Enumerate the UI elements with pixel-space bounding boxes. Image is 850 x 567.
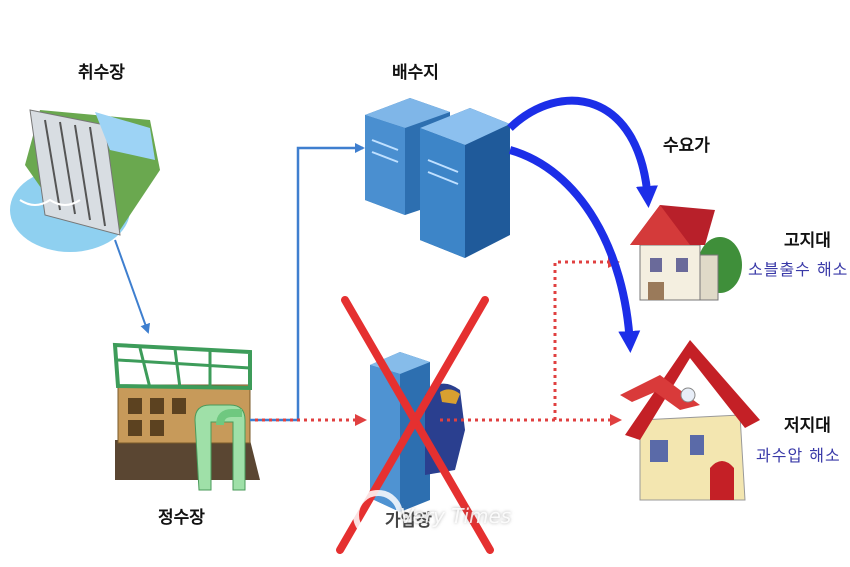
intake-label: 취수장 (78, 63, 125, 83)
plant-to-reservoir-arrow (250, 143, 365, 422)
consumer-label: 수요가 (663, 136, 710, 156)
reservoir-label: 배수지 (392, 63, 439, 83)
high-zone-note: 소블출수 해소 (748, 260, 849, 279)
high-zone-title: 고지대 (784, 231, 831, 251)
lower-house-illustration (620, 340, 760, 501)
reservoir-to-lower-house-arrow (508, 146, 641, 353)
low-zone-title: 저지대 (784, 416, 831, 436)
intake-dam-illustration (10, 109, 160, 252)
watermark-text: Very Times (400, 504, 512, 528)
reservoir-to-upper-house-arrow (507, 96, 658, 208)
reservoir-illustration (365, 98, 510, 258)
removed-cross-mark (336, 296, 494, 554)
upper-house-illustration (630, 205, 742, 301)
low-zone-note: 과수압 해소 (756, 446, 841, 465)
intake-to-plant-arrow (114, 239, 151, 334)
purification-label: 정수장 (158, 508, 205, 528)
booster-to-upper-house-dotted-arrow (553, 256, 620, 420)
purification-plant-illustration (112, 342, 260, 491)
booster-label: 가압장 (385, 511, 432, 531)
watermark-logo (353, 490, 403, 540)
